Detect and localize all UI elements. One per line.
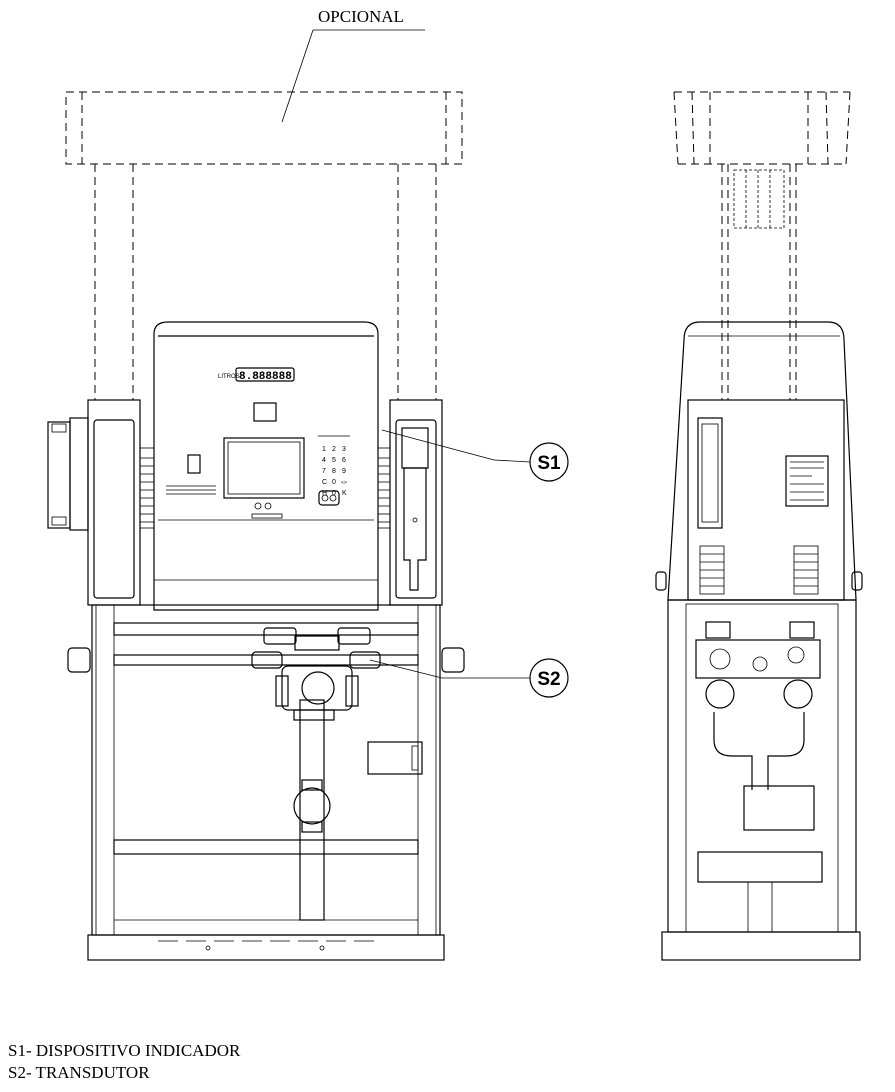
keypad-key: 6 xyxy=(342,457,346,464)
keypad-key: 2 xyxy=(332,446,336,453)
optional-label: OPCIONAL xyxy=(318,7,404,26)
optional-annotation: OPCIONAL xyxy=(281,7,425,123)
front-side-pillars xyxy=(47,399,443,606)
callout-s1: S1 xyxy=(381,429,569,482)
keypad-key: <> xyxy=(341,480,347,486)
callout-tag: S1 xyxy=(537,453,561,474)
keypad-key: C xyxy=(322,479,327,486)
keypad-key: H xyxy=(322,490,327,497)
front-view: LITROS 8.888888 1 2 3 xyxy=(47,91,465,961)
fuel-dispenser-drawing: OPCIONAL LITROS 8.888888 xyxy=(47,7,863,961)
optional-canopy-side xyxy=(673,91,851,400)
keypad-key: 3 xyxy=(342,446,346,453)
display-label: LITROS xyxy=(218,374,240,380)
callout-s2: S2 xyxy=(369,658,569,698)
keypad-key: 9 xyxy=(342,468,346,475)
keypad-key: 0 xyxy=(332,490,336,497)
callout-tag: S2 xyxy=(537,669,560,690)
keypad-key: K xyxy=(342,490,347,497)
keypad-key: 5 xyxy=(332,457,336,464)
keypad-key: 1 xyxy=(322,446,326,453)
keypad-key: 7 xyxy=(322,468,326,475)
keypad: 1 2 3 4 5 6 7 8 9 C 0 <> H 0 K xyxy=(318,435,350,506)
side-view xyxy=(655,91,863,961)
keypad-key: 8 xyxy=(332,468,336,475)
keypad-key: 0 xyxy=(332,479,336,486)
legend-item: S1- DISPOSITIVO INDICADOR xyxy=(8,1041,241,1060)
legend: S1- DISPOSITIVO INDICADOR S2- TRANSDUTOR xyxy=(8,1040,240,1084)
optional-canopy-front xyxy=(65,91,463,400)
keypad-key: 4 xyxy=(322,457,326,464)
display-digits: 8.888888 xyxy=(239,371,292,383)
front-head-cabinet: LITROS 8.888888 1 2 3 xyxy=(153,321,379,611)
legend-item: S2- TRANSDUTOR xyxy=(8,1063,150,1082)
front-base-frame xyxy=(67,604,465,961)
